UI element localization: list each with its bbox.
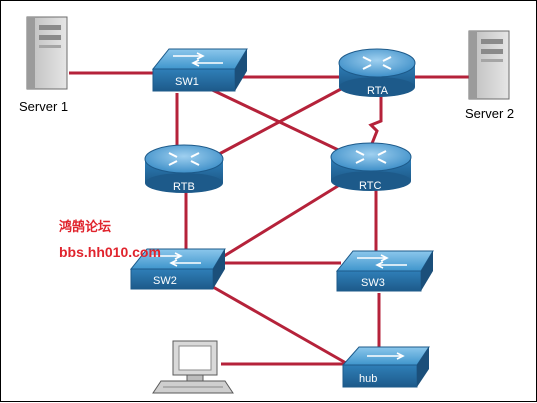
pc-device[interactable] (152, 340, 234, 394)
switch-icon (335, 250, 434, 292)
sw1-device[interactable]: SW1 (151, 48, 248, 92)
router-icon (338, 48, 416, 97)
sw2-device[interactable]: SW2 (129, 248, 226, 290)
router-icon (330, 142, 412, 191)
switch-icon (151, 48, 248, 92)
link-sw2-rtc (215, 179, 347, 263)
sw1-label: SW1 (175, 76, 199, 88)
rta-device[interactable]: RTA (338, 48, 416, 97)
rtc-label: RTC (359, 180, 381, 192)
pc-workstation-icon (152, 340, 234, 394)
rtc-device[interactable]: RTC (330, 142, 412, 192)
server1-device[interactable]: Server 1 (19, 16, 68, 114)
switch-icon (129, 248, 226, 290)
server2-device[interactable]: Server 2 (465, 30, 514, 121)
watermark-line1: 鸿鹄论坛 (59, 219, 111, 234)
sw2-label: SW2 (153, 275, 177, 287)
server-tower-icon (468, 30, 510, 100)
link-rta-rtb (205, 87, 342, 163)
hub-device[interactable]: hub (341, 346, 430, 388)
sw3-label: SW3 (361, 277, 385, 289)
server1-label: Server 1 (19, 99, 68, 114)
links (69, 71, 471, 366)
server2-label: Server 2 (465, 106, 514, 121)
watermark-line2: bbs.hh010.com (59, 244, 161, 260)
router-icon (144, 144, 224, 193)
link-rta-rtc-serial (367, 97, 383, 152)
sw3-device[interactable]: SW3 (335, 250, 434, 292)
hub-label: hub (359, 373, 377, 385)
link-sw2-hub (205, 281, 347, 365)
rtb-label: RTB (173, 181, 195, 193)
rta-label: RTA (367, 85, 389, 97)
server-tower-icon (26, 16, 68, 90)
rtb-device[interactable]: RTB (144, 144, 224, 193)
watermark: 鸿鹄论坛 bbs.hh010.com (59, 219, 161, 260)
hub-icon (341, 346, 430, 388)
